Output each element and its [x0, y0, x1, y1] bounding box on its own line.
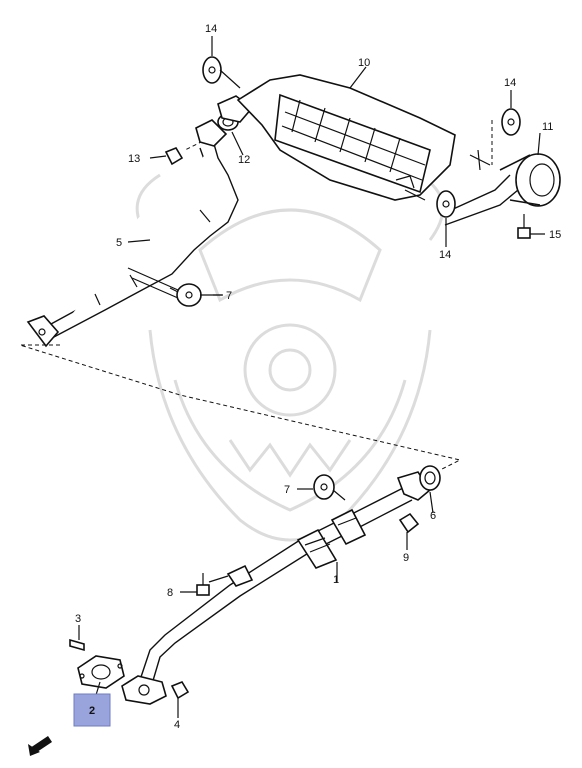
exhaust-pipe-1[interactable]: [139, 471, 432, 685]
gasket-6[interactable]: [419, 465, 441, 491]
callout-4: 4: [174, 719, 180, 731]
callout-14-top: 14: [205, 23, 217, 35]
bolt-15[interactable]: [517, 214, 545, 239]
rubber-hanger-14-top[interactable]: [202, 56, 241, 89]
callout-11: 11: [542, 121, 553, 133]
callout-14-lower: 14: [439, 249, 451, 261]
callout-1: 1: [333, 574, 339, 586]
stud-bolt-3[interactable]: [69, 638, 85, 652]
callout-2: 2: [89, 705, 95, 717]
callout-10: 10: [358, 57, 370, 69]
front-arrow-icon: [28, 736, 52, 756]
callout-5: 5: [116, 237, 122, 249]
callout-7-lower: 7: [284, 484, 290, 496]
rubber-hanger-7-lower[interactable]: [313, 474, 346, 501]
muffler-10[interactable]: [236, 74, 491, 201]
callout-7-upper: 7: [226, 290, 232, 302]
callout-12: 12: [238, 154, 250, 166]
gasket-2[interactable]: [77, 655, 125, 689]
callout-6: 6: [430, 510, 436, 522]
nut-13[interactable]: [149, 147, 184, 166]
callout-15: 15: [549, 229, 561, 241]
bolt-8[interactable]: [196, 573, 229, 596]
nut-9[interactable]: [398, 512, 420, 534]
callout-14-right: 14: [504, 77, 516, 89]
tail-pipe-11[interactable]: [439, 153, 561, 226]
nut-4[interactable]: [170, 681, 190, 700]
rubber-hanger-14-right[interactable]: [501, 108, 521, 136]
callout-9: 9: [403, 552, 409, 564]
highlight-box-part-2[interactable]: [73, 693, 111, 727]
watermark-emblem: [135, 173, 445, 542]
callout-3: 3: [75, 613, 81, 625]
callout-8: 8: [167, 587, 173, 599]
callout-13: 13: [128, 153, 140, 165]
leader-lines: [78, 36, 541, 718]
rubber-hanger-14-lower[interactable]: [436, 190, 456, 218]
front-flange: [121, 675, 167, 705]
